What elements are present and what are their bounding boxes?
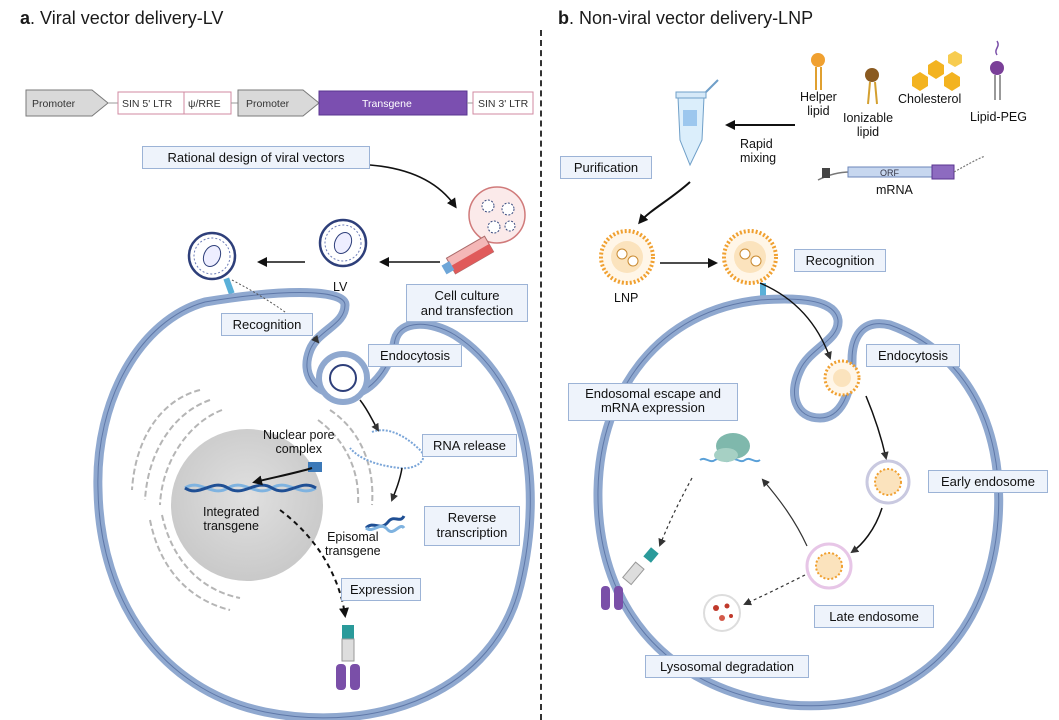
reverse-transcription-label: Reverse transcription (424, 506, 520, 546)
ionizable-lipid-icon (865, 68, 879, 105)
endosomal-escape-label: Endosomal escape and mRNA expression (568, 383, 738, 421)
arrow-endocytosis-to-early (865, 395, 889, 460)
endocytosis-b-label: Endocytosis (866, 344, 960, 367)
sin5-ltr-label: SIN 5' LTR (122, 98, 173, 110)
cholesterol-label: Cholesterol (898, 92, 962, 106)
reverse-line1: Reverse (447, 510, 497, 525)
purification-label: Purification (560, 156, 652, 179)
nuclear-pore-line2: complex (275, 442, 323, 456)
orf-label: ORF (880, 168, 899, 178)
arrow-pore-to-dna (252, 467, 313, 486)
arrow-late-to-escape (761, 478, 808, 547)
nuclear-pore-label: Nuclear pore complex (263, 428, 335, 456)
ribosome-mrna-icon (699, 433, 761, 463)
expressed-protein-icon (336, 625, 360, 690)
sin3-ltr-label: SIN 3' LTR (478, 98, 529, 110)
rapid-line1: Rapid (740, 137, 773, 151)
endocytosed-lnp-icon (823, 359, 861, 397)
integrated-transgene-label: Integrated transgene (203, 505, 259, 533)
arrow-late-to-lysosome (743, 574, 806, 606)
integrated-dna-icon (184, 483, 317, 493)
episomal-line2: transgene (325, 544, 381, 558)
cell-b-membrane-edge (597, 298, 1000, 707)
promoter-2-label: Promoter (246, 98, 290, 110)
endocytosis-a-label: Endocytosis (368, 344, 462, 367)
cell-culture-flask-icon (441, 186, 526, 275)
escape-line1: Endosomal escape and (585, 386, 721, 401)
cell-culture-line2: and transfection (420, 303, 514, 318)
episomal-dna-icon (364, 515, 406, 533)
episomal-transgene-label: Episomal transgene (325, 530, 381, 558)
lysosome-icon (703, 594, 741, 632)
transgene-box (318, 90, 468, 116)
early-endosome-icon (865, 459, 911, 505)
cell-culture-line1: Cell culture (434, 288, 500, 303)
reverse-line2: transcription (436, 525, 508, 540)
mixing-tube-icon (675, 79, 719, 167)
transgene-label: Transgene (362, 98, 412, 110)
helper-lipid-icon (811, 53, 825, 90)
late-endosome-label: Late endosome (814, 605, 934, 628)
endosome-a-virus-icon (329, 364, 357, 392)
ionizable-line1: Ionizable (843, 111, 894, 125)
integrated-line1: Integrated (203, 505, 260, 519)
rational-design-label: Rational design of viral vectors (142, 146, 370, 169)
lipid-peg-label: Lipid-PEG (970, 110, 1027, 124)
lnp-label: LNP (614, 291, 639, 305)
expressed-protein-b-icon (601, 547, 659, 610)
escape-line2: mRNA expression (600, 400, 706, 415)
nucleus (171, 429, 323, 581)
arrow-escape-to-protein (658, 477, 693, 547)
recognition-a-label: Recognition (221, 313, 313, 336)
lv-particle-icon (318, 218, 368, 268)
lv-label: LV (333, 280, 348, 294)
panel-a-title: a. Viral vector delivery-LV (20, 8, 224, 28)
helper-line1: Helper (800, 90, 837, 104)
lipid-peg-icon (990, 40, 1004, 100)
helper-line2: lipid (807, 104, 830, 118)
arrow-design-to-culture (369, 164, 457, 209)
nuclear-pore-icon (308, 462, 322, 472)
lv-bound-particle-icon (187, 231, 237, 295)
endoplasmic-reticulum-icon (131, 389, 374, 611)
promoter-1-shape (25, 89, 109, 117)
promoter-1-label: Promoter (32, 98, 76, 110)
promoter-2-shape (237, 89, 320, 117)
ionizable-lipid-label: Ionizable lipid (843, 111, 893, 139)
cell-culture-label: Cell culture and transfection (406, 284, 528, 322)
arrow-early-to-late (850, 507, 883, 554)
panel-b-title: b. Non-viral vector delivery-LNP (558, 8, 814, 28)
rapid-line2: mixing (740, 151, 777, 165)
mrna-label: mRNA (876, 183, 913, 197)
ionizable-line2: lipid (856, 125, 880, 139)
arrow-recognition-to-endocytosis-b (759, 282, 832, 360)
arrow-purification-to-lnp (638, 181, 691, 225)
panel-divider (540, 30, 542, 720)
helper-lipid-label: Helper lipid (800, 90, 837, 118)
vector-construct (25, 89, 534, 117)
cholesterol-icon (912, 51, 962, 91)
lysosomal-degradation-label: Lysosomal degradation (645, 655, 809, 678)
integrated-line2: transgene (203, 519, 259, 533)
nuclear-pore-line1: Nuclear pore (263, 428, 335, 442)
rna-strand-icon (349, 429, 425, 470)
rna-release-label: RNA release (422, 434, 517, 457)
recognition-b-label: Recognition (794, 249, 886, 272)
late-endosome-icon (805, 542, 853, 590)
episomal-line1: Episomal (327, 530, 379, 544)
lnp-particle-icon (599, 229, 655, 285)
psi-rre-label: ψ/RRE (188, 98, 221, 110)
lnp-bound-particle-icon (722, 229, 778, 301)
arrow-to-episomal (390, 467, 403, 502)
sin3-ltr-box (472, 91, 534, 115)
expression-label: Expression (341, 578, 421, 601)
mrna-construct-icon (817, 155, 986, 181)
early-endosome-label: Early endosome (928, 470, 1048, 493)
arrow-endocytosis-to-release (359, 399, 380, 432)
rapid-mixing-label: Rapid mixing (740, 137, 776, 165)
